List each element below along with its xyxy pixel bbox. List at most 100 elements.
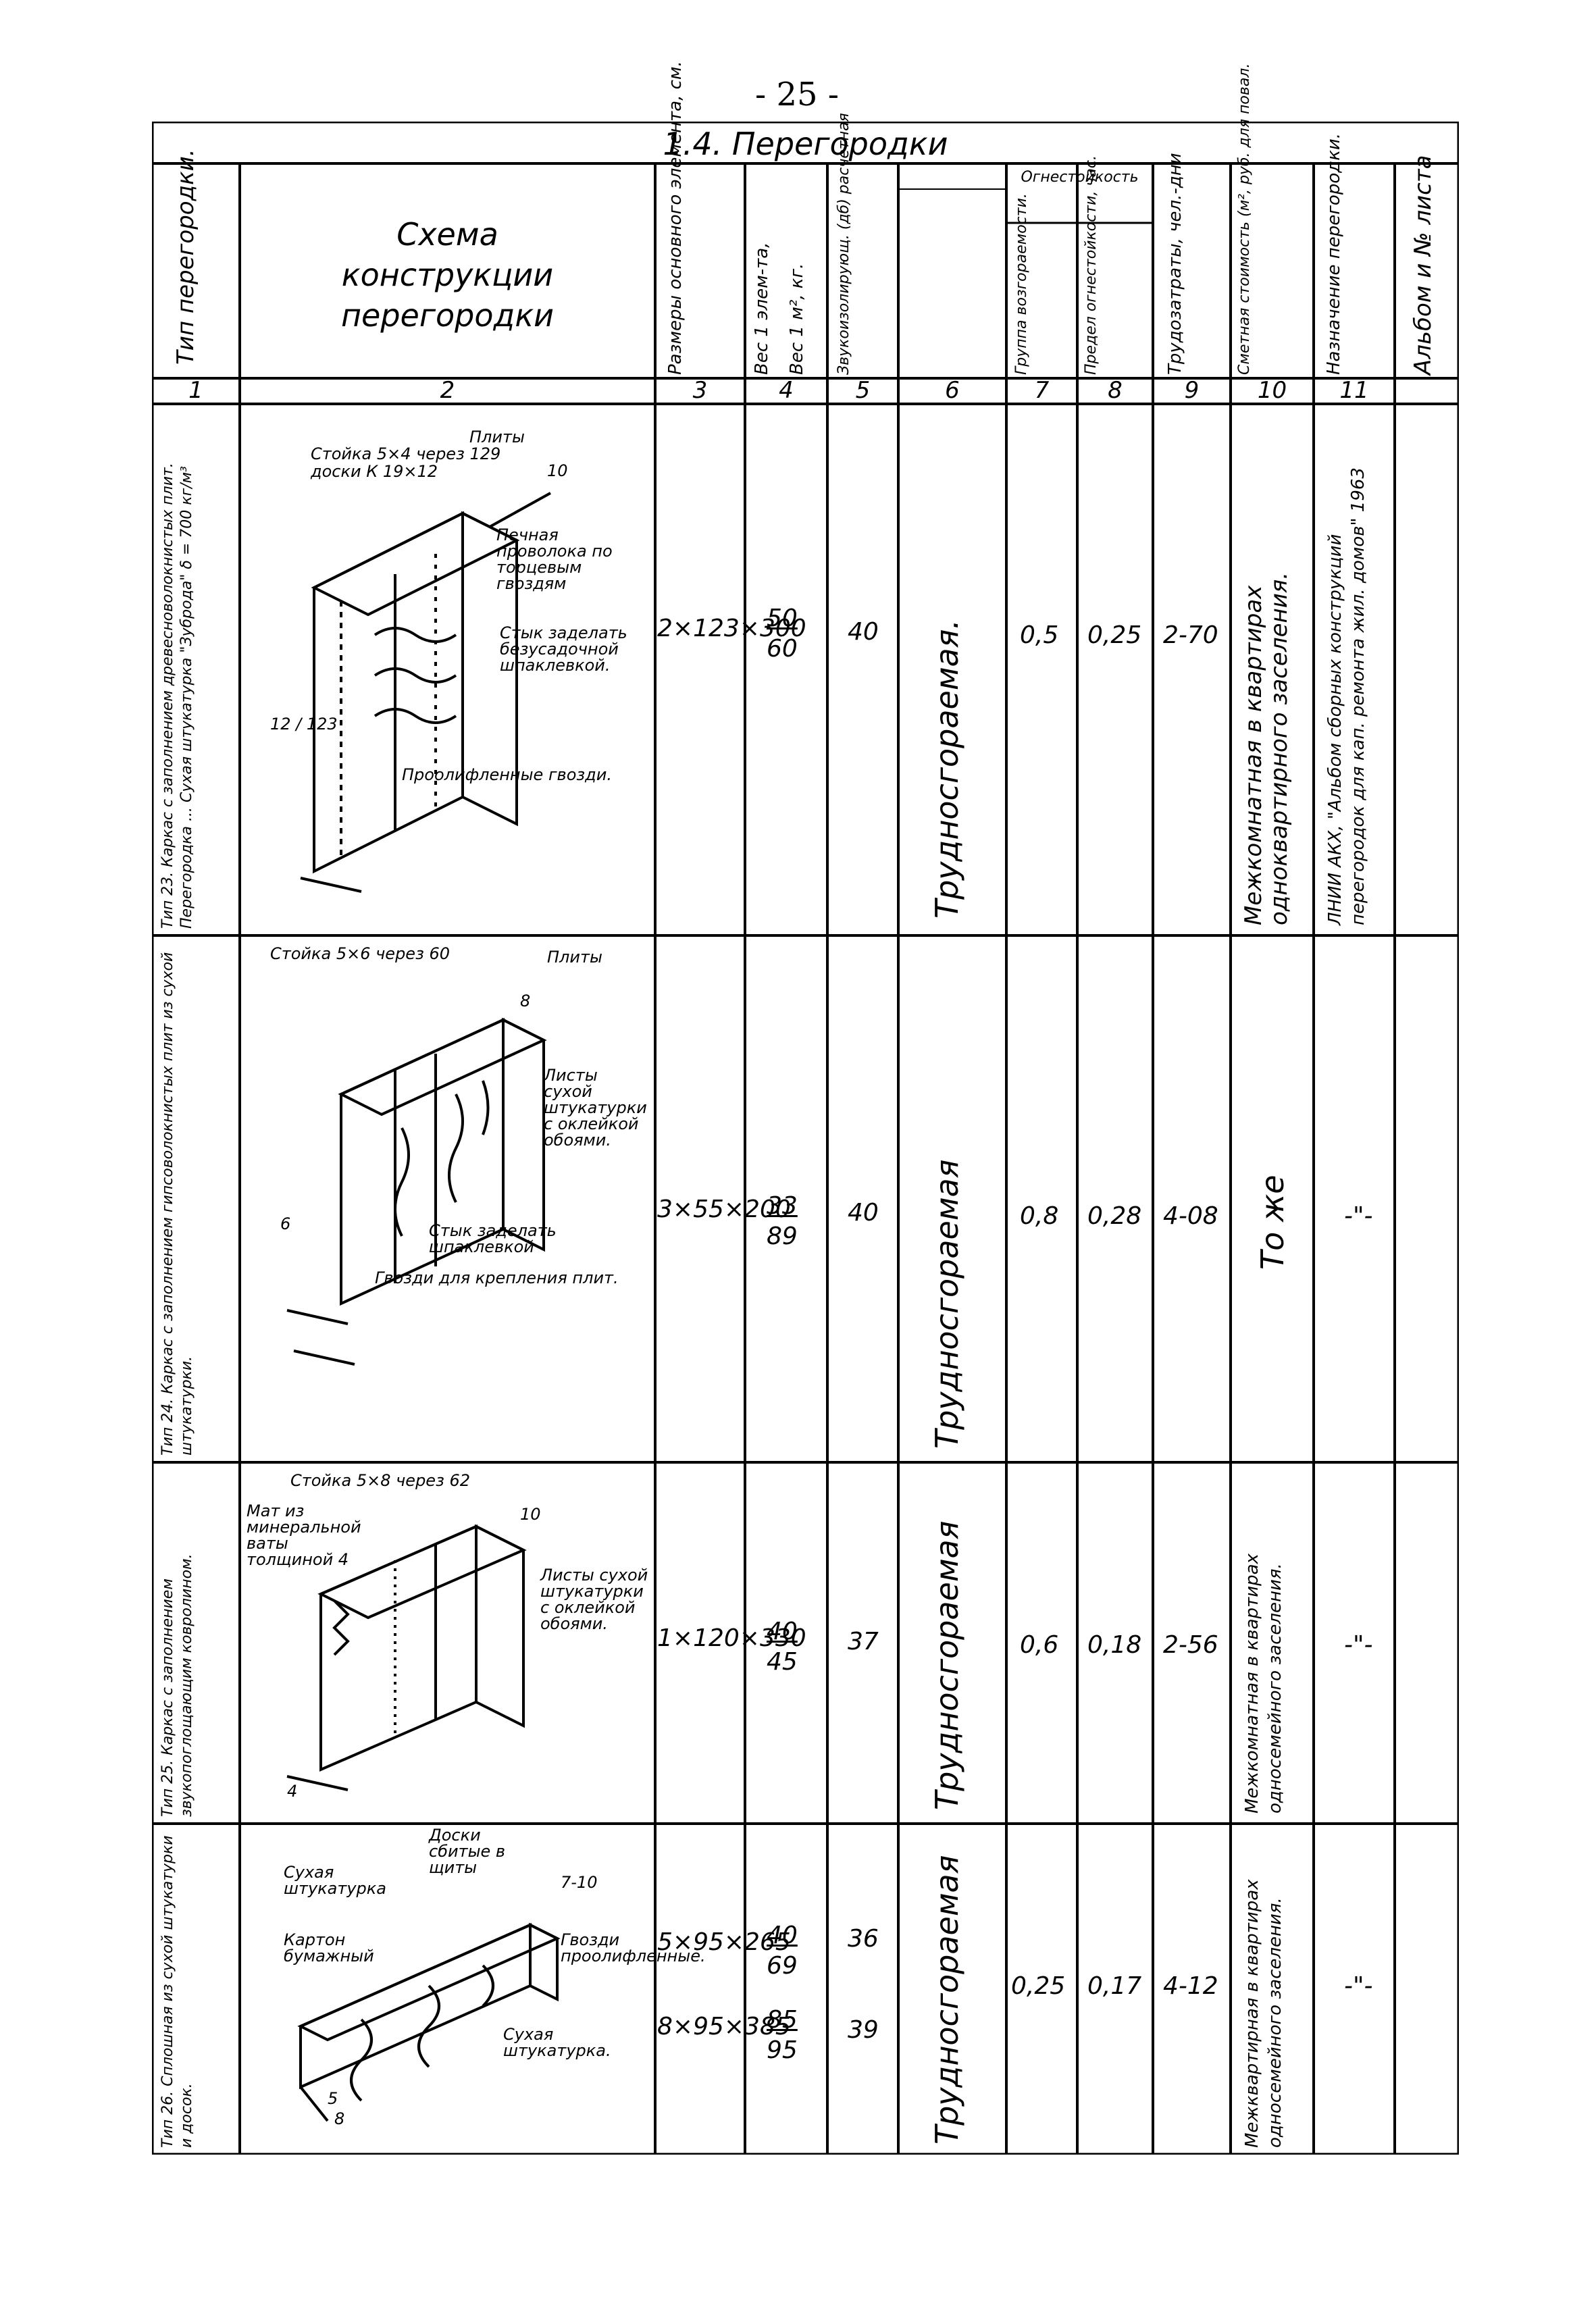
header-weight-m2: Вес 1 м², кг. [787,263,807,375]
row2-cost: 4-08 [1163,1202,1218,1230]
row4-label-6: 5 [328,2089,338,2108]
col-num-7: 7 [1034,377,1050,404]
row3-fire-limit: 0,6 [1020,1631,1059,1659]
header-cost: Сметная стоимость (м², руб. для повал. [1236,63,1253,375]
row3-label-3: Листы сухой штукатурки с оклейкой обоями… [540,1566,648,1633]
row2-sound: 40 [848,1199,879,1227]
row3-label-2: 10 [520,1505,541,1524]
row3-album: -"- [1344,1631,1373,1659]
header-fire: Огнестойкость [1021,169,1139,186]
row2-weight-num: 33 [767,1192,798,1220]
row2-label-3: Листы сухой штукатурки с оклейкой обоями… [544,1066,647,1150]
col-num-4: 4 [779,377,794,404]
col-num-6: 6 [945,377,960,404]
table-grid [152,122,1459,2155]
row4-flammability: Трудносгораемая [929,1855,965,2144]
row3-weight-num: 40 [767,1618,798,1645]
row2-flammability: Трудносгораемая [929,1159,965,1449]
row1-size: 2×123×300 [657,615,806,642]
row2-label-5: Стык заделать шпаклевкой [429,1221,557,1256]
row2-labor: 0,28 [1087,1202,1142,1230]
row2-label-1: Плиты [547,948,602,967]
header-sizes: Размеры основного элемента, см. [665,61,686,375]
col-num-3: 3 [692,377,708,404]
row2-label-4: 6 [280,1214,291,1233]
row3-weight-den: 45 [767,1648,798,1676]
header-labor: Трудозатраты, чел.-дни [1165,153,1185,375]
row2-album: -"- [1344,1202,1373,1230]
row4-cost: 4-12 [1163,1972,1218,2000]
row2-label-2: 8 [520,992,531,1010]
col-num-10: 10 [1257,377,1287,404]
row3-purpose: Межкомнатная в квартирах односемейного з… [1242,1553,1285,1814]
row2-label-0: Стойка 5×6 через 60 [270,944,451,963]
row4-label-5: Сухая штукатурка. [503,2025,611,2060]
row3-label-4: 4 [287,1782,298,1801]
row3-cost: 2-56 [1163,1631,1218,1659]
row1-label-4: Печная проволока по торцевым гвоздям [496,525,613,593]
row1-weight-den: 60 [767,635,798,663]
row4-sound2: 39 [848,2016,879,2044]
row3-type: Тип 25. Каркас с заполнением звукопоглощ… [159,1553,195,1817]
header-fire-limit: Предел огнестойкости, час. [1083,155,1100,375]
row2-type: Тип 24. Каркас с заполнением гипсоволокн… [159,952,195,1456]
row4-label-4: Гвозди проолифленные. [561,1930,706,1965]
row1-weight-num: 50 [767,605,798,632]
header-album: Альбом и № листа [1410,155,1437,376]
row4-label-7: 8 [334,2109,345,2128]
page-number: - 25 - [754,76,840,113]
row2-label-6: Гвозди для крепления плит. [375,1268,619,1287]
row2-weight-den: 89 [767,1223,798,1250]
row4-label-2: Картон бумажный [284,1930,374,1965]
col-num-1: 1 [188,377,203,404]
row2-size: 3×55×200 [657,1195,791,1223]
row1-label-5: Стык заделать безусадочной шпаклевкой. [500,623,627,675]
header-flammability: Группа возгораемости. [1013,193,1030,375]
row1-labor: 0,25 [1087,621,1142,649]
row4-labor: 0,17 [1087,1972,1142,2000]
row4-type: Тип 26. Сплошная из сухой штукатурки и д… [159,1835,195,2148]
row4-album: -"- [1344,1972,1373,2000]
row4-purpose: Межквартирная в квартирах односемейного … [1242,1879,1285,2148]
header-weight-element: Вес 1 элем-та, [752,242,772,375]
row1-sound: 40 [848,618,879,646]
row3-size: 1×120×330 [657,1624,806,1652]
row4-fire-limit: 0,25 [1011,1972,1066,2000]
row2-purpose: То же [1254,1175,1291,1270]
row4-weight-den: 69 [767,1952,798,1980]
section-title: 1.4. Перегородки [663,126,948,162]
row1-label-7: 12 / 123 [270,715,338,734]
row4-label-1: Сухая штукатурка [284,1863,386,1898]
row1-album: ЛНИИ АКХ, "Альбом сборных конструкций пе… [1325,467,1368,925]
col-num-2: 2 [440,377,455,404]
row4-scheme-drawing [297,1922,561,2122]
row1-label-3: 10 [547,461,568,480]
header-scheme-1: Схема [396,216,498,253]
row4-size: 5×95×265 [657,1928,791,1956]
row1-scheme-drawing [300,492,551,893]
row1-cost: 2-70 [1163,621,1218,649]
col-num-5: 5 [855,377,871,404]
row3-labor: 0,18 [1087,1631,1142,1659]
row1-type: Тип 23. Каркас с заполнением древесновол… [159,463,195,929]
row3-label-1: Мат из минеральной ваты толщиной 4 [247,1501,361,1569]
row3-label-0: Стойка 5×8 через 62 [290,1471,471,1490]
row3-flammability: Трудносгораемая [929,1520,965,1810]
row4-label-0: Доски сбитые в щиты [429,1826,506,1877]
row4-weight-den2: 95 [767,2036,798,2064]
header-type: Тип перегородки. [172,149,199,365]
row1-fire-limit: 0,5 [1020,621,1059,649]
partition-table: 1.4. Перегородки Тип перегородки. Схема … [152,61,1459,2155]
row3-scheme-drawing [286,1524,527,1791]
row4-label-3: 7-10 [561,1873,598,1892]
row1-label-2: Плиты [469,428,525,446]
row1-flammability: Трудносгораемая. [929,619,965,919]
header-scheme-3: перегородки [340,297,554,334]
col-num-8: 8 [1108,377,1123,404]
col-num-9: 9 [1184,377,1200,404]
row4-sound: 36 [848,1925,879,1953]
row4-weight-num: 40 [767,1922,798,1949]
row1-label-6: Проолифленные гвозди. [402,765,612,784]
header-sound: Звукоизолирующ. (дб) расчетная [835,113,852,375]
header-scheme-2: конструкции [341,257,554,293]
